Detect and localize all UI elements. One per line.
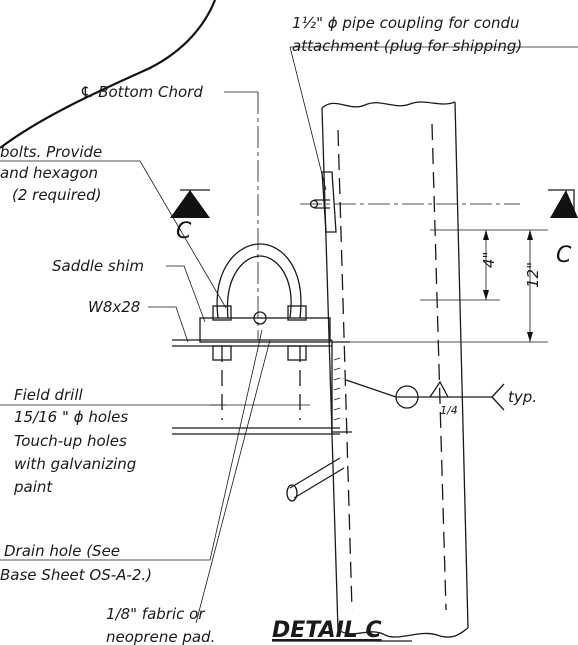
field-drill-line3: Touch-up holes	[14, 432, 127, 450]
chord-curve	[0, 0, 217, 149]
weld-typ-label: typ.	[508, 388, 537, 406]
bottom-chord-label: ℄ Bottom Chord	[80, 83, 203, 101]
beam-w8x28	[172, 339, 340, 435]
pipe-coupling-label-line2: attachment (plug for shipping)	[292, 37, 522, 55]
saddle-assembly	[199, 243, 331, 343]
section-cut-left	[170, 189, 210, 218]
beam-label: W8x28	[88, 298, 140, 316]
fabric-line1: 1/8" fabric or	[106, 605, 205, 623]
coupling-leader	[289, 46, 578, 191]
pipe-coupling	[309, 171, 337, 233]
bolts-label-line3: (2 required)	[12, 186, 102, 204]
fabric-line2: neoprene pad.	[106, 628, 215, 645]
weld-symbol	[345, 379, 505, 411]
section-cut-right	[548, 189, 578, 218]
dim-4-label: 4"	[480, 252, 498, 268]
field-drill-line2: 15/16 " ϕ holes	[14, 408, 128, 426]
drain-stub	[286, 457, 345, 502]
note-leaders	[0, 160, 310, 624]
saddle-shim-label: Saddle shim	[52, 257, 144, 275]
field-drill-line1: Field drill	[14, 386, 84, 404]
field-drill-line5: paint	[13, 478, 53, 496]
drain-hole-line2: Base Sheet OS-A-2.)	[0, 566, 152, 584]
section-label-left: C	[176, 219, 192, 244]
dim-12-label: 12"	[524, 262, 542, 288]
pipe-coupling-label-line1: 1½" ϕ pipe coupling for condu	[292, 14, 520, 32]
bolts-label-line2: and hexagon	[0, 164, 98, 182]
weld-size-label: 1/4	[440, 404, 458, 417]
detail-title: DETAIL C	[272, 618, 382, 643]
drain-hole-line1: Drain hole (See	[4, 542, 120, 560]
weld-hatch	[333, 357, 341, 421]
bolts-label-line1: bolts. Provide	[0, 143, 102, 161]
section-label-right: C	[556, 243, 572, 268]
field-drill-line4: with galvanizing	[14, 455, 136, 473]
vertical-pipe	[321, 101, 469, 638]
dimension-lines	[330, 229, 548, 343]
